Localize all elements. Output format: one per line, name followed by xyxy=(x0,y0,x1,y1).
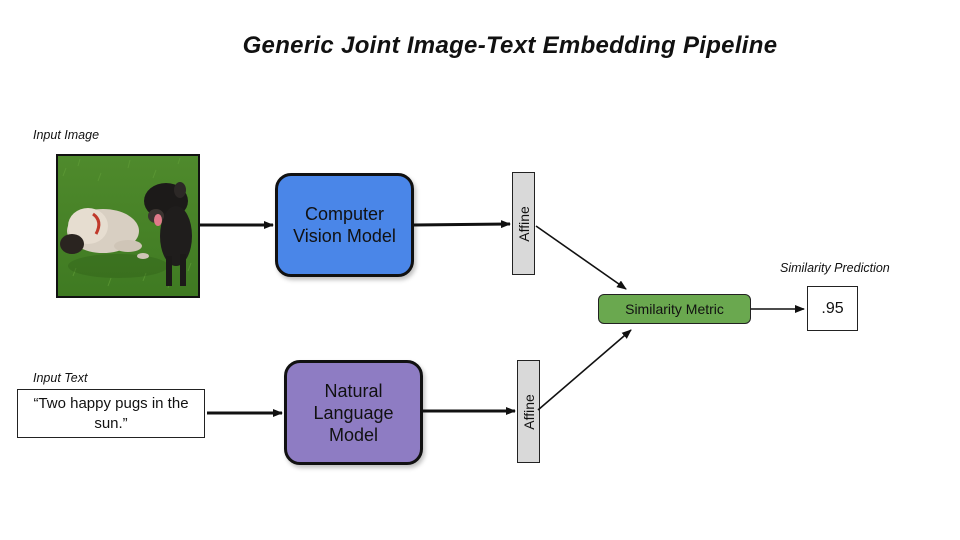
computer-vision-model-label: Computer Vision Model xyxy=(293,204,396,246)
affine-bottom-label: Affine xyxy=(520,393,537,430)
input-image xyxy=(56,154,200,298)
input-image-caption: Input Image xyxy=(33,128,100,142)
input-text-value: “Two happy pugs in the sun.” xyxy=(33,394,189,432)
similarity-prediction-caption: Similarity Prediction xyxy=(780,261,890,275)
similarity-metric-box: Similarity Metric xyxy=(598,294,751,324)
arrow-vision-to-affine xyxy=(413,220,511,229)
affine-bottom-box: Affine xyxy=(517,360,540,463)
dog-photo-illustration xyxy=(58,156,198,296)
affine-top-label: Affine xyxy=(515,205,532,242)
arrow-affine-top-to-metric xyxy=(535,225,627,290)
similarity-metric-label: Similarity Metric xyxy=(625,301,724,317)
computer-vision-model-box: Computer Vision Model xyxy=(275,173,414,277)
natural-language-model-box: Natural Language Model xyxy=(284,360,423,465)
similarity-prediction-value: .95 xyxy=(821,299,844,317)
input-text-caption: Input Text xyxy=(33,371,88,385)
natural-language-model-label: Natural Language Model xyxy=(313,380,394,445)
similarity-prediction-box: .95 xyxy=(807,286,858,331)
arrow-affine-bottom-to-metric xyxy=(537,329,632,411)
input-text-box: “Two happy pugs in the sun.” xyxy=(17,389,205,438)
affine-top-box: Affine xyxy=(512,172,535,275)
diagram-title: Generic Joint Image-Text Embedding Pipel… xyxy=(242,32,778,59)
